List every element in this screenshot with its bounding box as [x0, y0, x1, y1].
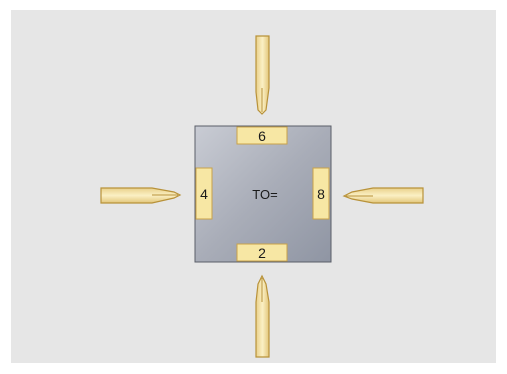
tool-left	[100, 187, 182, 204]
position-label-top: 6	[258, 128, 266, 144]
position-label-left: 4	[200, 186, 208, 202]
tool-orientation-label: TO=	[252, 187, 277, 202]
position-pad-left: 4	[195, 167, 213, 220]
position-pad-right: 8	[312, 167, 330, 220]
tool-bottom	[255, 274, 270, 358]
tool-top	[255, 35, 270, 115]
turret-block	[194, 125, 332, 263]
tool-right	[342, 187, 424, 204]
position-pad-bottom: 2	[236, 243, 288, 262]
position-pad-top: 6	[236, 126, 288, 145]
position-label-right: 8	[317, 186, 325, 202]
position-label-bottom: 2	[258, 245, 266, 261]
